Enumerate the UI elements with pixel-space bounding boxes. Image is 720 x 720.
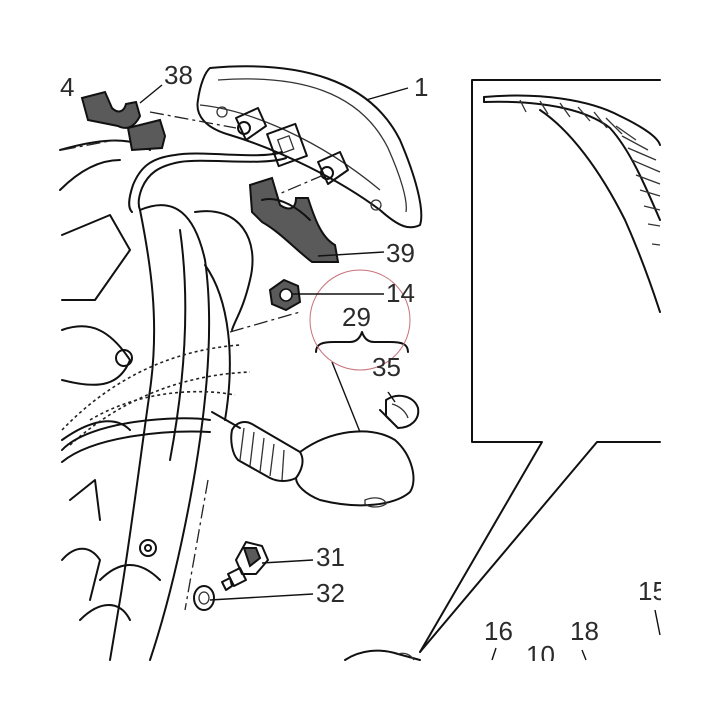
detail-inset-box: [419, 79, 661, 653]
callout-35: 35: [372, 352, 401, 382]
callout-18: 18: [570, 616, 599, 646]
washer-part-32: [193, 585, 215, 611]
crop-mask-bottom: [0, 661, 720, 720]
connector-part-31: [221, 541, 269, 591]
callout-4: 4: [60, 72, 74, 102]
assembly-guide-lines: [61, 111, 327, 611]
callout-1: 1: [414, 72, 428, 102]
turn-signal-part-29: [211, 361, 415, 508]
callout-31: 31: [316, 542, 345, 572]
partial-part-bottom-detail: [397, 652, 415, 661]
callout-14: 14: [386, 278, 415, 308]
frame-structure: [59, 139, 251, 661]
grommet-part-38: [80, 90, 167, 152]
callout-39: 39: [386, 238, 415, 268]
highlight-circle: [309, 269, 411, 371]
callout-32: 32: [316, 578, 345, 608]
bulb-part-35: [379, 391, 420, 429]
nut-part-14: [268, 278, 302, 312]
callout-38: 38: [164, 60, 193, 90]
partial-part-bottom: [344, 649, 421, 661]
callout-leaders: [139, 84, 661, 661]
tail-light-wiring: [128, 151, 287, 331]
callout-16: 16: [484, 616, 513, 646]
crop-mask-right: [661, 0, 720, 720]
tail-light-housing: [196, 65, 423, 229]
group-bracket-29: [315, 331, 409, 353]
callout-29: 29: [342, 302, 371, 332]
grommet-part-39: [248, 176, 340, 263]
